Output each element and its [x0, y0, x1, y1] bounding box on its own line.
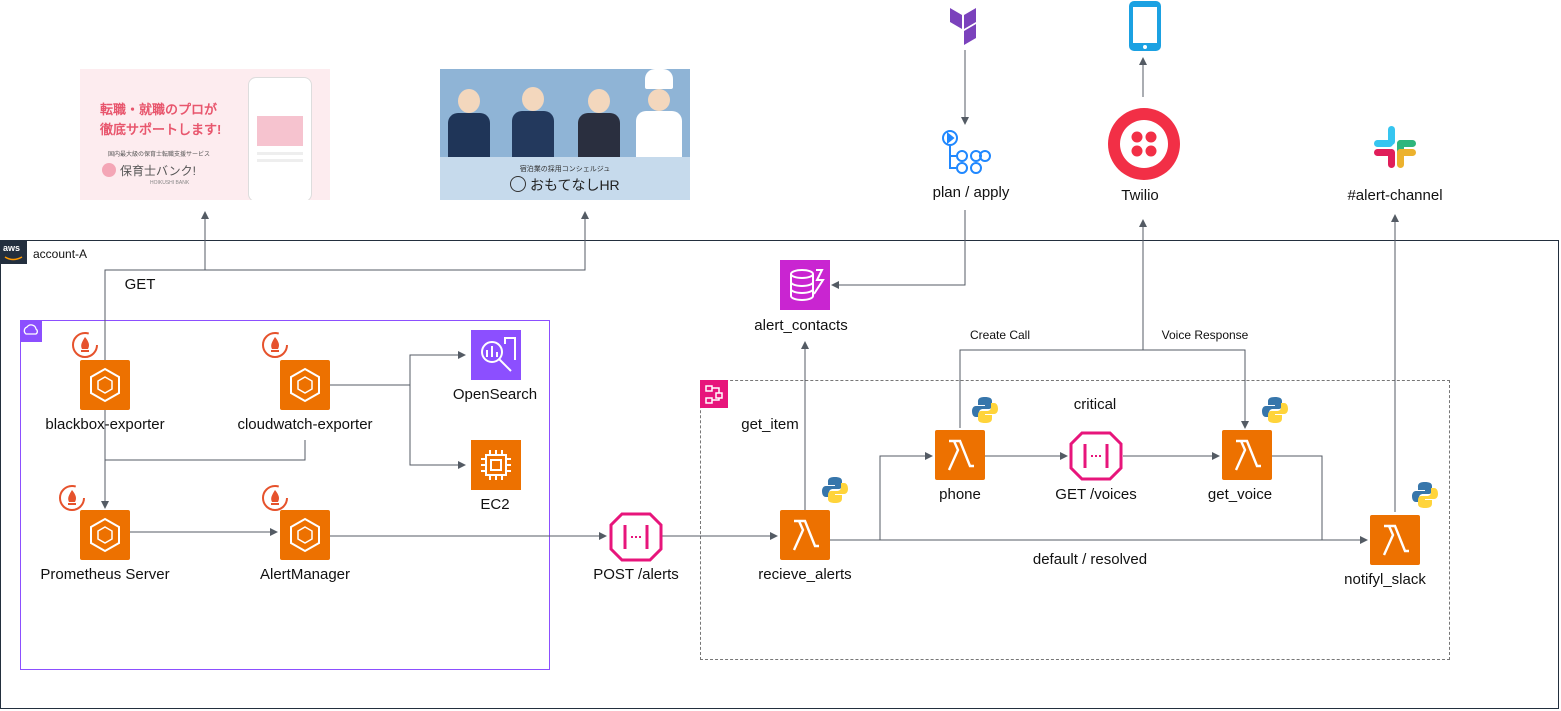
ec2-label: EC2 — [480, 496, 510, 513]
opensearch-icon — [471, 330, 521, 380]
create-call-edge-label: Create Call — [969, 328, 1031, 342]
aws-logo-icon: aws — [0, 240, 27, 264]
cloudwatch-exporter-label: cloudwatch-exporter — [237, 416, 373, 433]
mobile-phone-icon — [1129, 1, 1161, 51]
slack-icon — [1374, 126, 1416, 168]
terraform-icon — [950, 8, 976, 45]
vpc-icon — [20, 320, 42, 342]
notify-slack-label: notifyl_slack — [1344, 571, 1426, 588]
post-alerts-label: POST /alerts — [593, 566, 679, 583]
phone-label: phone — [939, 486, 981, 503]
ecs-service-icon — [280, 360, 330, 410]
aws-account-boundary — [0, 240, 1559, 709]
python-icon — [972, 397, 998, 423]
vpc-boundary — [20, 320, 550, 670]
default-resolved-edge-label: default / resolved — [1032, 551, 1148, 568]
ec2-icon — [471, 440, 521, 490]
python-icon — [822, 477, 848, 503]
critical-edge-label: critical — [1073, 396, 1117, 413]
flower-logo-icon — [102, 163, 116, 177]
python-icon — [1262, 397, 1288, 423]
get-edge-label: GET — [124, 276, 156, 293]
ecs-service-icon — [280, 510, 330, 560]
step-functions-boundary — [700, 380, 1450, 660]
voice-response-edge-label: Voice Response — [1161, 328, 1249, 342]
python-icon — [1412, 482, 1438, 508]
prometheus-icon — [262, 485, 288, 511]
dynamodb-icon — [780, 260, 830, 310]
prometheus-icon — [72, 332, 98, 358]
prometheus-server-label: Prometheus Server — [40, 566, 170, 583]
recieve-alerts-label: recieve_alerts — [758, 566, 852, 583]
api-gateway-endpoint-icon — [609, 512, 663, 562]
ecs-service-icon — [80, 510, 130, 560]
opensearch-label: OpenSearch — [452, 386, 538, 403]
blackbox-exporter-label: blackbox-exporter — [45, 416, 165, 433]
ecs-service-icon — [80, 360, 130, 410]
omotenashi-logo-icon — [510, 176, 526, 192]
alertmanager-label: AlertManager — [259, 566, 351, 583]
api-gateway-endpoint-icon — [1069, 431, 1123, 481]
step-functions-icon — [700, 380, 728, 408]
twilio-label: Twilio — [1121, 187, 1159, 204]
github-actions-icon — [942, 130, 991, 174]
hoikushi-bank-banner[interactable]: 転職・就職のプロが 徹底サポートします! 国内最大級の保育士転職支援サービス 保… — [80, 69, 330, 200]
get-voices-label: GET /voices — [1055, 486, 1137, 503]
prometheus-icon — [262, 332, 288, 358]
alert-channel-label: #alert-channel — [1347, 187, 1443, 204]
get-voice-label: get_voice — [1207, 486, 1273, 503]
lambda-notify-slack-icon — [1370, 515, 1420, 565]
plan-apply-label: plan / apply — [932, 184, 1010, 201]
account-label: account-A — [33, 247, 88, 261]
get-item-edge-label: get_item — [741, 416, 799, 433]
omotenashi-hr-banner[interactable]: 宿泊業の採用コンシェルジュ おもてなしHR — [440, 69, 690, 200]
lambda-get-voice-icon — [1222, 430, 1272, 480]
lambda-recieve-alerts-icon — [780, 510, 830, 560]
alert-contacts-label: alert_contacts — [754, 317, 848, 334]
lambda-phone-icon — [935, 430, 985, 480]
twilio-icon — [1108, 108, 1180, 180]
phone-mockup — [248, 77, 312, 200]
prometheus-icon — [59, 485, 85, 511]
